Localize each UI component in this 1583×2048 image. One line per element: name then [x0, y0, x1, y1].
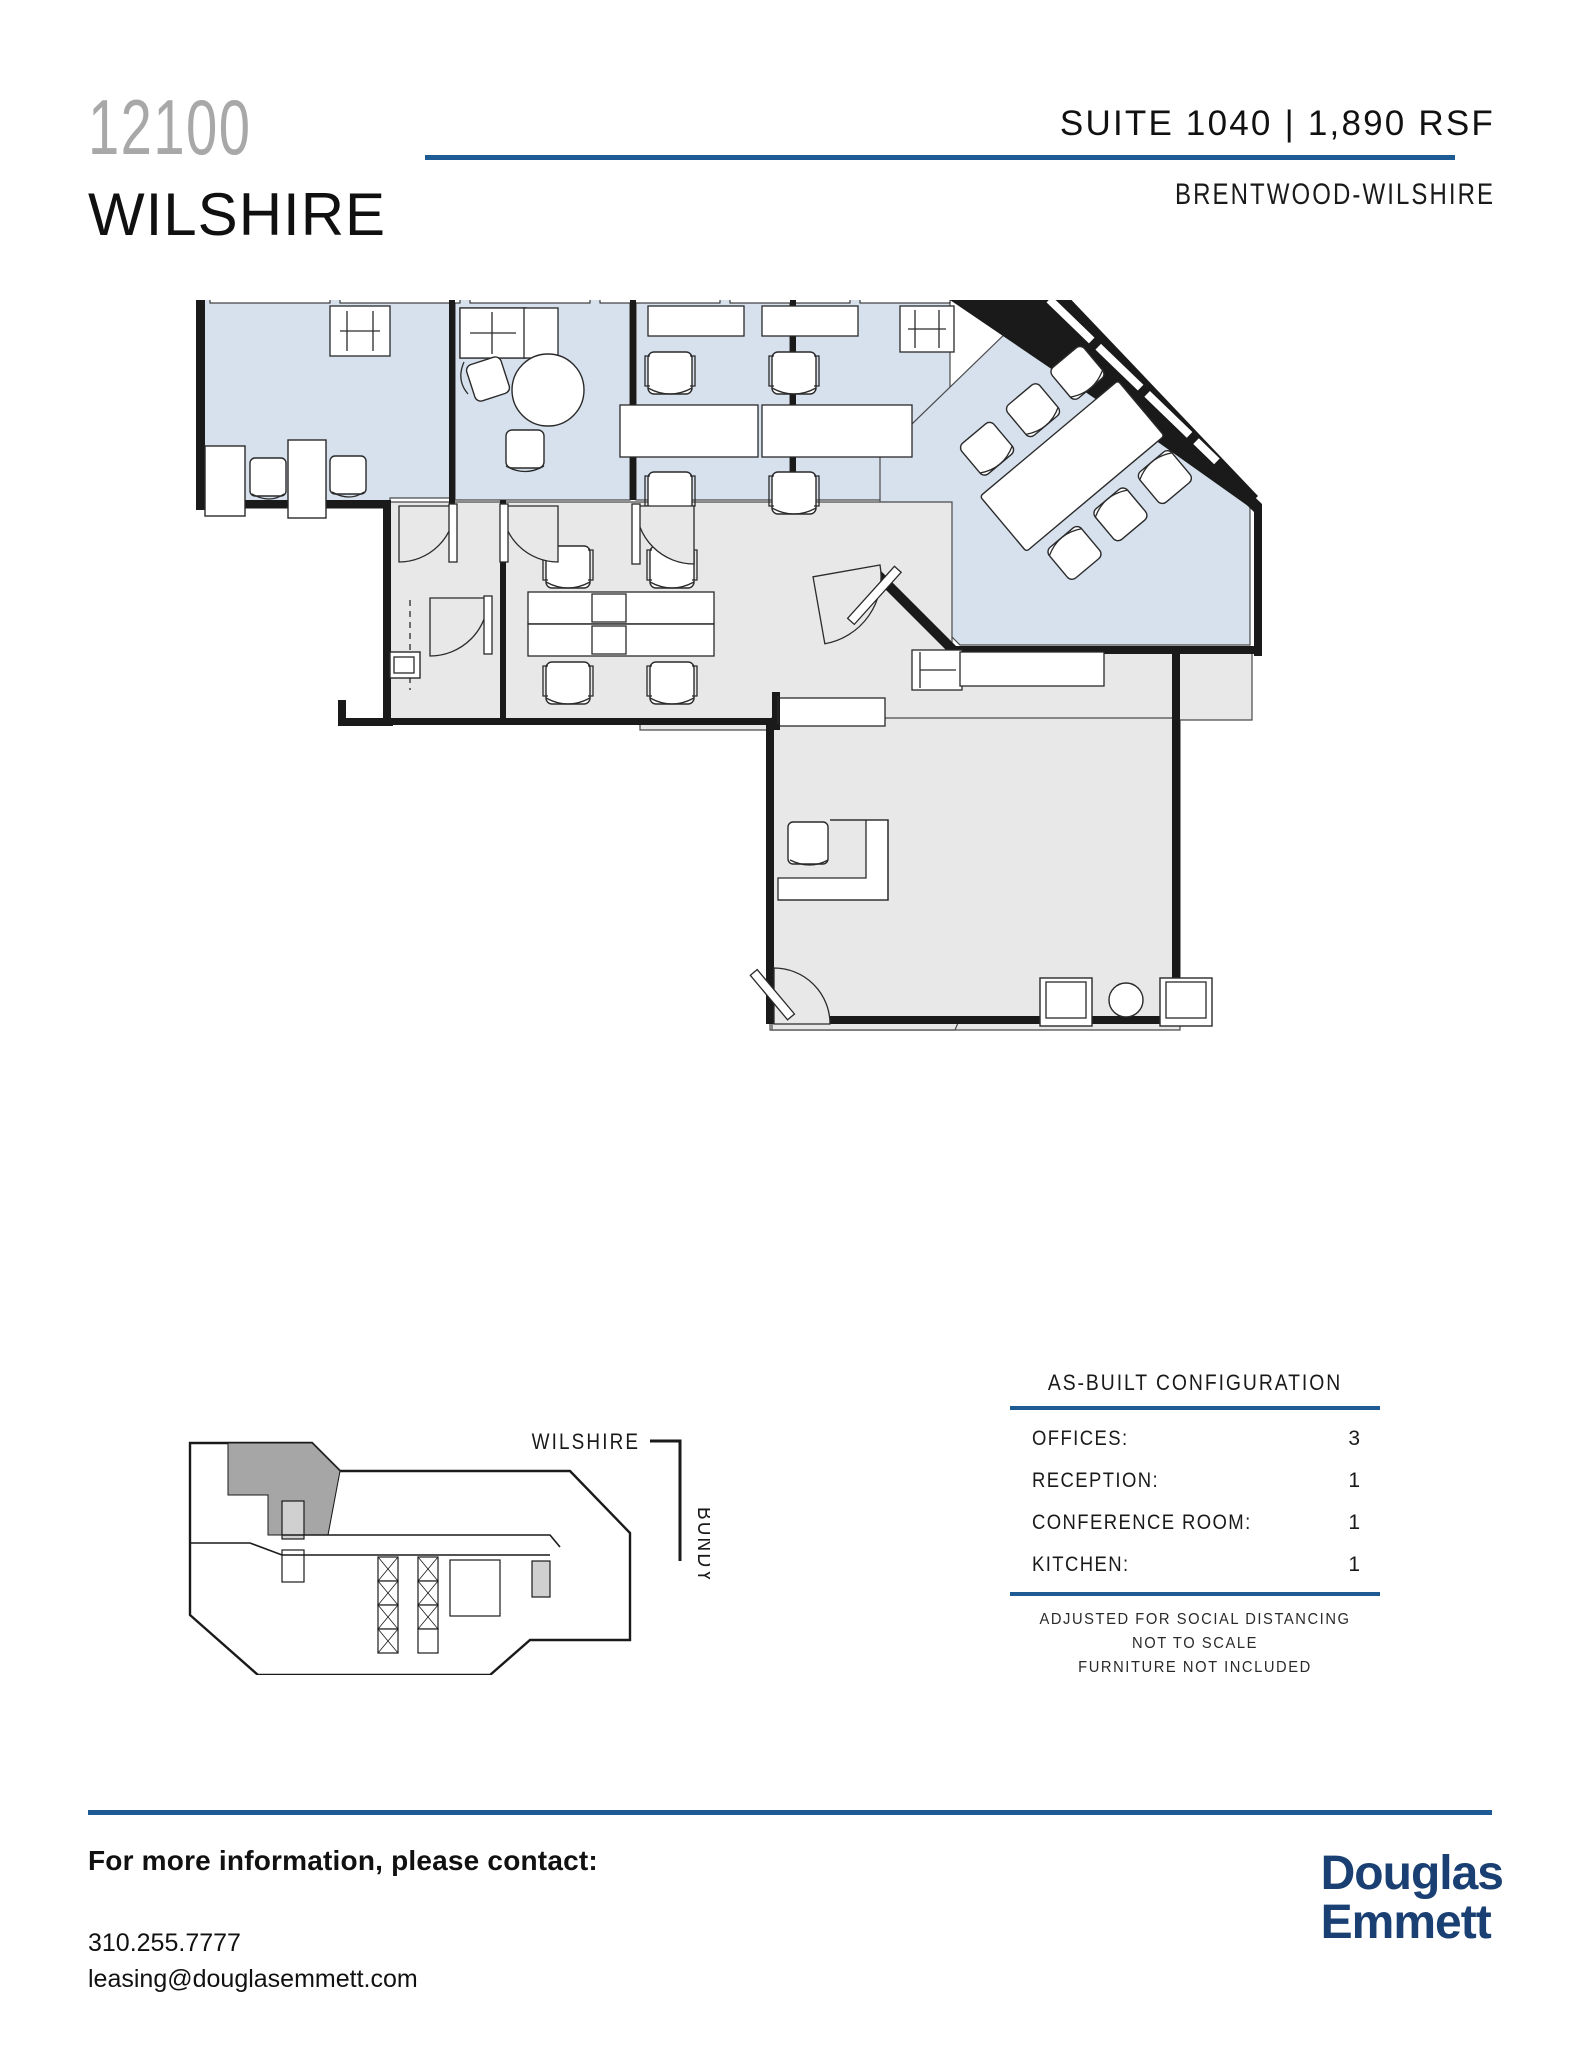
suite-number: SUITE 1040 [1059, 104, 1273, 143]
key-plan: WILSHIRE BUNDY [150, 1375, 710, 1675]
door-office-1 [398, 503, 458, 563]
contact-details: 310.255.7777 leasing@douglasemmett.com [88, 1925, 418, 1997]
contact-heading: For more information, please contact: [88, 1845, 598, 1876]
door-workstation-area [631, 503, 695, 565]
south-wing-fill [771, 717, 1179, 1031]
door-swings [398, 503, 903, 657]
window-mullions [209, 300, 951, 304]
config-top-rule [1010, 1406, 1380, 1410]
disclaimer-not-to-scale: NOT TO SCALE [1132, 1635, 1258, 1652]
guest-chair [505, 429, 545, 473]
task-chair [644, 351, 696, 395]
key-plan-svg: WILSHIRE BUNDY [188, 1430, 710, 1675]
config-label-kitchen: KITCHEN: [1032, 1553, 1130, 1576]
workstation-cluster-north [619, 305, 913, 515]
building-number: 12100 [88, 83, 252, 171]
building-identity: 12100 WILSHIRE [88, 88, 386, 246]
conference-room-furniture [959, 345, 1193, 580]
header-accent-rule [425, 155, 1455, 160]
conference-chair [1005, 383, 1061, 438]
disclaimer-social-distancing: ADJUSTED FOR SOCIAL DISTANCING [1039, 1611, 1351, 1628]
lounge-chair [787, 821, 829, 866]
config-label-reception: RECEPTION: [1032, 1469, 1160, 1492]
center-workstation-cluster [527, 545, 715, 705]
suite-rsf: 1,890 RSF [1307, 104, 1495, 143]
key-plan-core [190, 1500, 561, 1654]
disclaimer-furniture: FURNITURE NOT INCLUDED [1078, 1659, 1312, 1676]
config-value-reception: 1 [1348, 1469, 1360, 1492]
building-name: WILSHIRE [88, 181, 387, 248]
conference-chair [1047, 525, 1102, 580]
wall-cabinet-fixtures [329, 305, 1105, 691]
suite-heading: SUITE 1040 | 1,890 RSF [1060, 104, 1495, 144]
entry-door [749, 967, 831, 1025]
submarket-label: BRENTWOOD-WILSHIRE [1174, 178, 1495, 211]
door-conference [812, 564, 903, 645]
logo-line-2: Emmett [1320, 1896, 1492, 1949]
config-disclaimers: ADJUSTED FOR SOCIAL DISTANCING NOT TO SC… [1010, 1596, 1380, 1680]
contact-email[interactable]: leasing@douglasemmett.com [88, 1965, 418, 1993]
desk-chair [329, 455, 367, 498]
config-row-offices: OFFICES: 3 [1010, 1418, 1380, 1460]
footer-accent-rule [88, 1810, 1492, 1815]
contact-phone[interactable]: 310.255.7777 [88, 1929, 241, 1957]
as-built-configuration-panel: AS-BUILT CONFIGURATION OFFICES: 3 RECEPT… [1010, 1370, 1380, 1680]
logo-line-1: Douglas [1320, 1847, 1504, 1900]
key-plan-street-bundy: BUNDY [693, 1507, 710, 1584]
floor-plan-svg: .rm { fill:#d7e1ee; stroke:#4a4a4a; stro… [196, 300, 1262, 1031]
floor-plan-drawing: .rm { fill:#d7e1ee; stroke:#4a4a4a; stro… [0, 300, 1583, 1360]
config-row-kitchen: KITCHEN: 1 [1010, 1544, 1380, 1586]
config-row-reception: RECEPTION: 1 [1010, 1460, 1380, 1502]
desk-chair [249, 457, 287, 500]
config-row-conference-room: CONFERENCE ROOM: 1 [1010, 1502, 1380, 1544]
conference-chair [1050, 345, 1105, 400]
key-plan-street-marker [650, 1439, 682, 1561]
douglas-emmett-logo: Douglas Emmett [1320, 1847, 1504, 1949]
storage-room-fixture [389, 600, 421, 690]
config-title: AS-BUILT CONFIGURATION [1047, 1370, 1343, 1395]
conference-chair [959, 421, 1015, 476]
door-storage [429, 595, 493, 657]
door-office-2 [499, 503, 559, 563]
config-label-offices: OFFICES: [1032, 1427, 1129, 1450]
task-chair [542, 661, 594, 705]
office-2-furniture [459, 307, 585, 473]
task-chair [646, 661, 698, 705]
office-1-furniture [204, 439, 367, 519]
config-value-conference-room: 1 [1348, 1511, 1360, 1534]
guest-chair [460, 356, 511, 402]
config-value-kitchen: 1 [1348, 1553, 1360, 1576]
task-chair [768, 351, 820, 395]
heading-separator: | [1284, 104, 1296, 143]
conference-chair [1137, 450, 1193, 505]
config-value-offices: 3 [1348, 1427, 1360, 1450]
south-wing-furniture [749, 692, 1213, 1027]
config-label-conference-room: CONFERENCE ROOM: [1032, 1511, 1252, 1534]
task-chair [768, 471, 820, 515]
config-bottom-rule [1010, 1592, 1380, 1596]
angled-window-mullions [1045, 300, 1222, 466]
interior-partitions [449, 300, 796, 722]
conference-chair [1093, 487, 1148, 542]
config-rows: OFFICES: 3 RECEPTION: 1 CONFERENCE ROOM:… [1010, 1410, 1380, 1592]
lobby-seating [1039, 977, 1213, 1027]
key-plan-street-wilshire: WILSHIRE [532, 1430, 641, 1455]
